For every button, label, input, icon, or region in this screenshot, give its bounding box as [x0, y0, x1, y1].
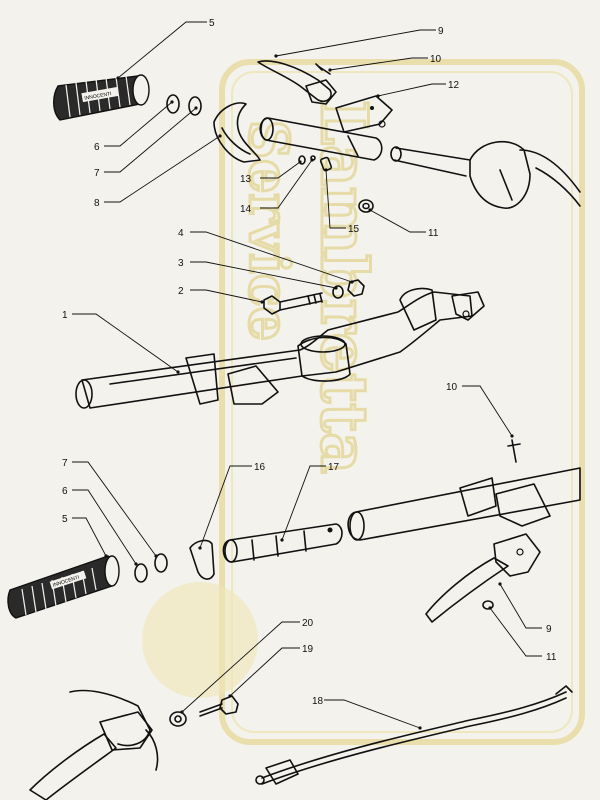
watermark: Lambretta Service [142, 59, 585, 745]
part-screw-10-top [315, 63, 331, 75]
callout-9-top: 9 [438, 26, 444, 37]
callout-2: 2 [178, 286, 184, 297]
callout-10-lower: 10 [446, 382, 458, 393]
part-washer-11-lower [482, 600, 494, 610]
callout-4: 4 [178, 228, 184, 239]
leader-lines [72, 21, 542, 730]
part-lever-9-lower [425, 533, 541, 623]
grip-top-text: INNOCENTI [84, 91, 112, 102]
part-screw-10-lower [507, 439, 521, 463]
part-grip-lower: INNOCENTI [7, 555, 120, 619]
callout-8: 8 [94, 198, 100, 209]
part-clamp-8 [213, 102, 261, 163]
callout-14: 14 [240, 204, 252, 215]
part-nut-11-top [358, 199, 374, 213]
part-ring-6-top [166, 94, 180, 114]
callout-19: 19 [302, 644, 314, 655]
callout-11-top: 11 [428, 228, 439, 239]
watermark-inner-frame [231, 71, 573, 733]
watermark-line-2: Service [237, 120, 301, 341]
part-tube-12 [259, 95, 393, 161]
part-nut-4 [347, 279, 365, 297]
watermark-line-1: Lambretta [306, 100, 381, 474]
part-clamp-16 [189, 539, 215, 580]
callout-12: 12 [448, 80, 460, 91]
part-13 [298, 155, 306, 165]
callout-7-top: 7 [94, 168, 100, 179]
callout-labels: 5 6 7 8 9 10 12 13 14 15 11 4 3 2 1 10 7… [62, 18, 557, 707]
part-handlebar-1 [75, 287, 485, 409]
part-sleeve-17 [222, 523, 343, 563]
part-tube-right-lower [347, 467, 581, 541]
part-adjuster-19 [199, 695, 239, 717]
part-grip-top: INNOCENTI [53, 74, 150, 121]
callout-5-lower: 5 [62, 514, 68, 525]
part-ring-6-lower [134, 563, 148, 583]
callout-3: 3 [178, 258, 184, 269]
callout-9-lower: 9 [546, 624, 552, 635]
callout-13: 13 [240, 174, 252, 185]
callout-10-top: 10 [430, 54, 442, 65]
watermark-circle [142, 582, 258, 698]
callout-6-top: 6 [94, 142, 100, 153]
part-15 [319, 156, 333, 172]
part-ring-7-lower [154, 553, 168, 573]
callout-7-lower: 7 [62, 458, 68, 469]
part-lever-9-top [257, 60, 332, 103]
callout-17: 17 [328, 462, 340, 473]
callout-6-lower: 6 [62, 486, 68, 497]
callout-5-top: 5 [209, 18, 215, 29]
part-brake-lever [29, 689, 159, 800]
part-ring-7-top [188, 96, 202, 116]
part-nut-20 [169, 711, 187, 727]
part-washer-3 [332, 285, 344, 299]
callout-16: 16 [254, 462, 266, 473]
callout-18: 18 [312, 696, 324, 707]
part-headlamp-housing [390, 141, 581, 209]
callout-1: 1 [62, 310, 68, 321]
callout-20: 20 [302, 618, 314, 629]
part-cable-18 [255, 685, 573, 785]
callout-15: 15 [348, 224, 360, 235]
callout-11-lower: 11 [546, 652, 557, 663]
part-bolt-2 [263, 292, 323, 315]
